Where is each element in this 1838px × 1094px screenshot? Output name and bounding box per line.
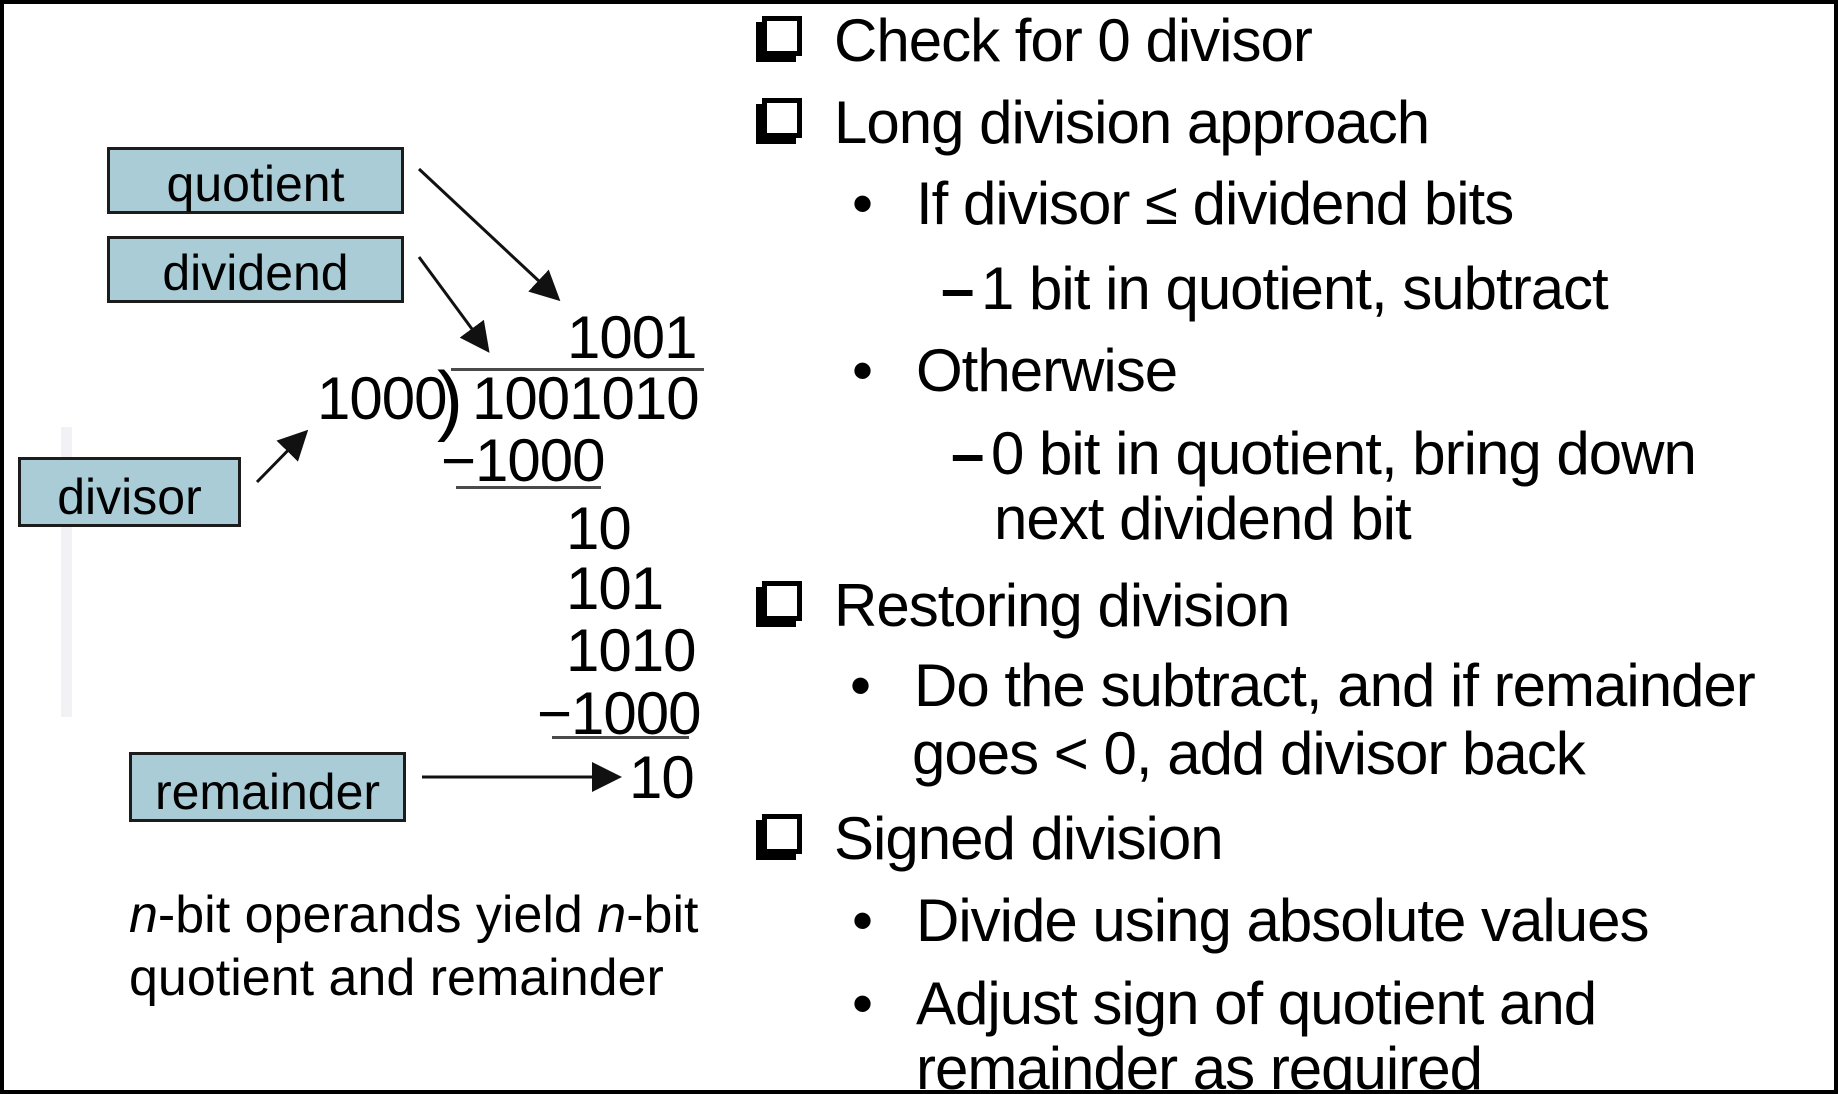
quotient-arrow-icon [417,167,561,302]
bullet-long-division-approach: Long division approach [762,93,1430,153]
division-vinculum [451,368,704,371]
division-quotient-value: 1001 [567,304,697,371]
square-bullet-icon [762,16,802,56]
square-bullet-icon [762,581,802,621]
division-step: 1010 [566,617,696,684]
scan-artifact-stripe [61,427,72,717]
division-step: 10 [566,495,632,562]
dividend-arrow-icon [417,256,490,353]
bullet-adjust-sign: Adjust sign of quotient and [852,974,1597,1035]
remainder-label-box: remainder [129,752,406,822]
division-dividend-value: 1001010 [472,365,700,432]
square-bullet-icon [762,814,802,854]
bullet-divide-absolute-values: Divide using absolute values [852,891,1650,952]
division-step-underline [456,486,601,489]
bullet-if-divisor-le-dividend: If divisor ≤ dividend bits [852,174,1514,235]
bullet-adjust-sign-wrap-line: remainder as required [916,1035,1483,1094]
division-step-underline [552,736,689,739]
division-step: −1000 [441,427,606,494]
bullet-do-the-subtract-wrap-line: goes < 0, add divisor back [912,720,1586,787]
square-bullet-icon [762,98,802,138]
dividend-label: dividend [162,245,349,301]
bullet-1-bit-in-quotient: 1 bit in quotient, subtract [941,259,1609,320]
divisor-arrow-icon [255,429,309,484]
remainder-label: remainder [154,764,381,820]
quotient-label: quotient [166,156,345,212]
dividend-label-box: dividend [107,236,404,303]
caption-line-1: n-bit operands yield n-bit [129,886,699,944]
division-bracket: ) [437,355,463,443]
bullet-otherwise: Otherwise [852,341,1178,402]
divisor-label-box: divisor [18,457,241,527]
quotient-label-box: quotient [107,147,404,214]
bullet-0-bit-wrap-line: next dividend bit [994,485,1412,552]
bullet-restoring-division: Restoring division [762,576,1291,636]
division-divisor-value: 1000 [317,365,447,432]
caption-line-2: quotient and remainder [129,949,664,1007]
bullet-do-the-subtract: Do the subtract, and if remainder [850,656,1756,717]
divisor-label: divisor [57,469,202,525]
bullet-0-bit-in-quotient: 0 bit in quotient, bring down [951,424,1697,485]
bullet-signed-division: Signed division [762,809,1224,869]
division-remainder-value: 10 [629,744,695,811]
division-step: 101 [566,555,664,622]
bullet-check-for-0-divisor: Check for 0 divisor [762,11,1313,71]
division-step: −1000 [537,680,702,747]
arrow-layer [255,167,622,792]
